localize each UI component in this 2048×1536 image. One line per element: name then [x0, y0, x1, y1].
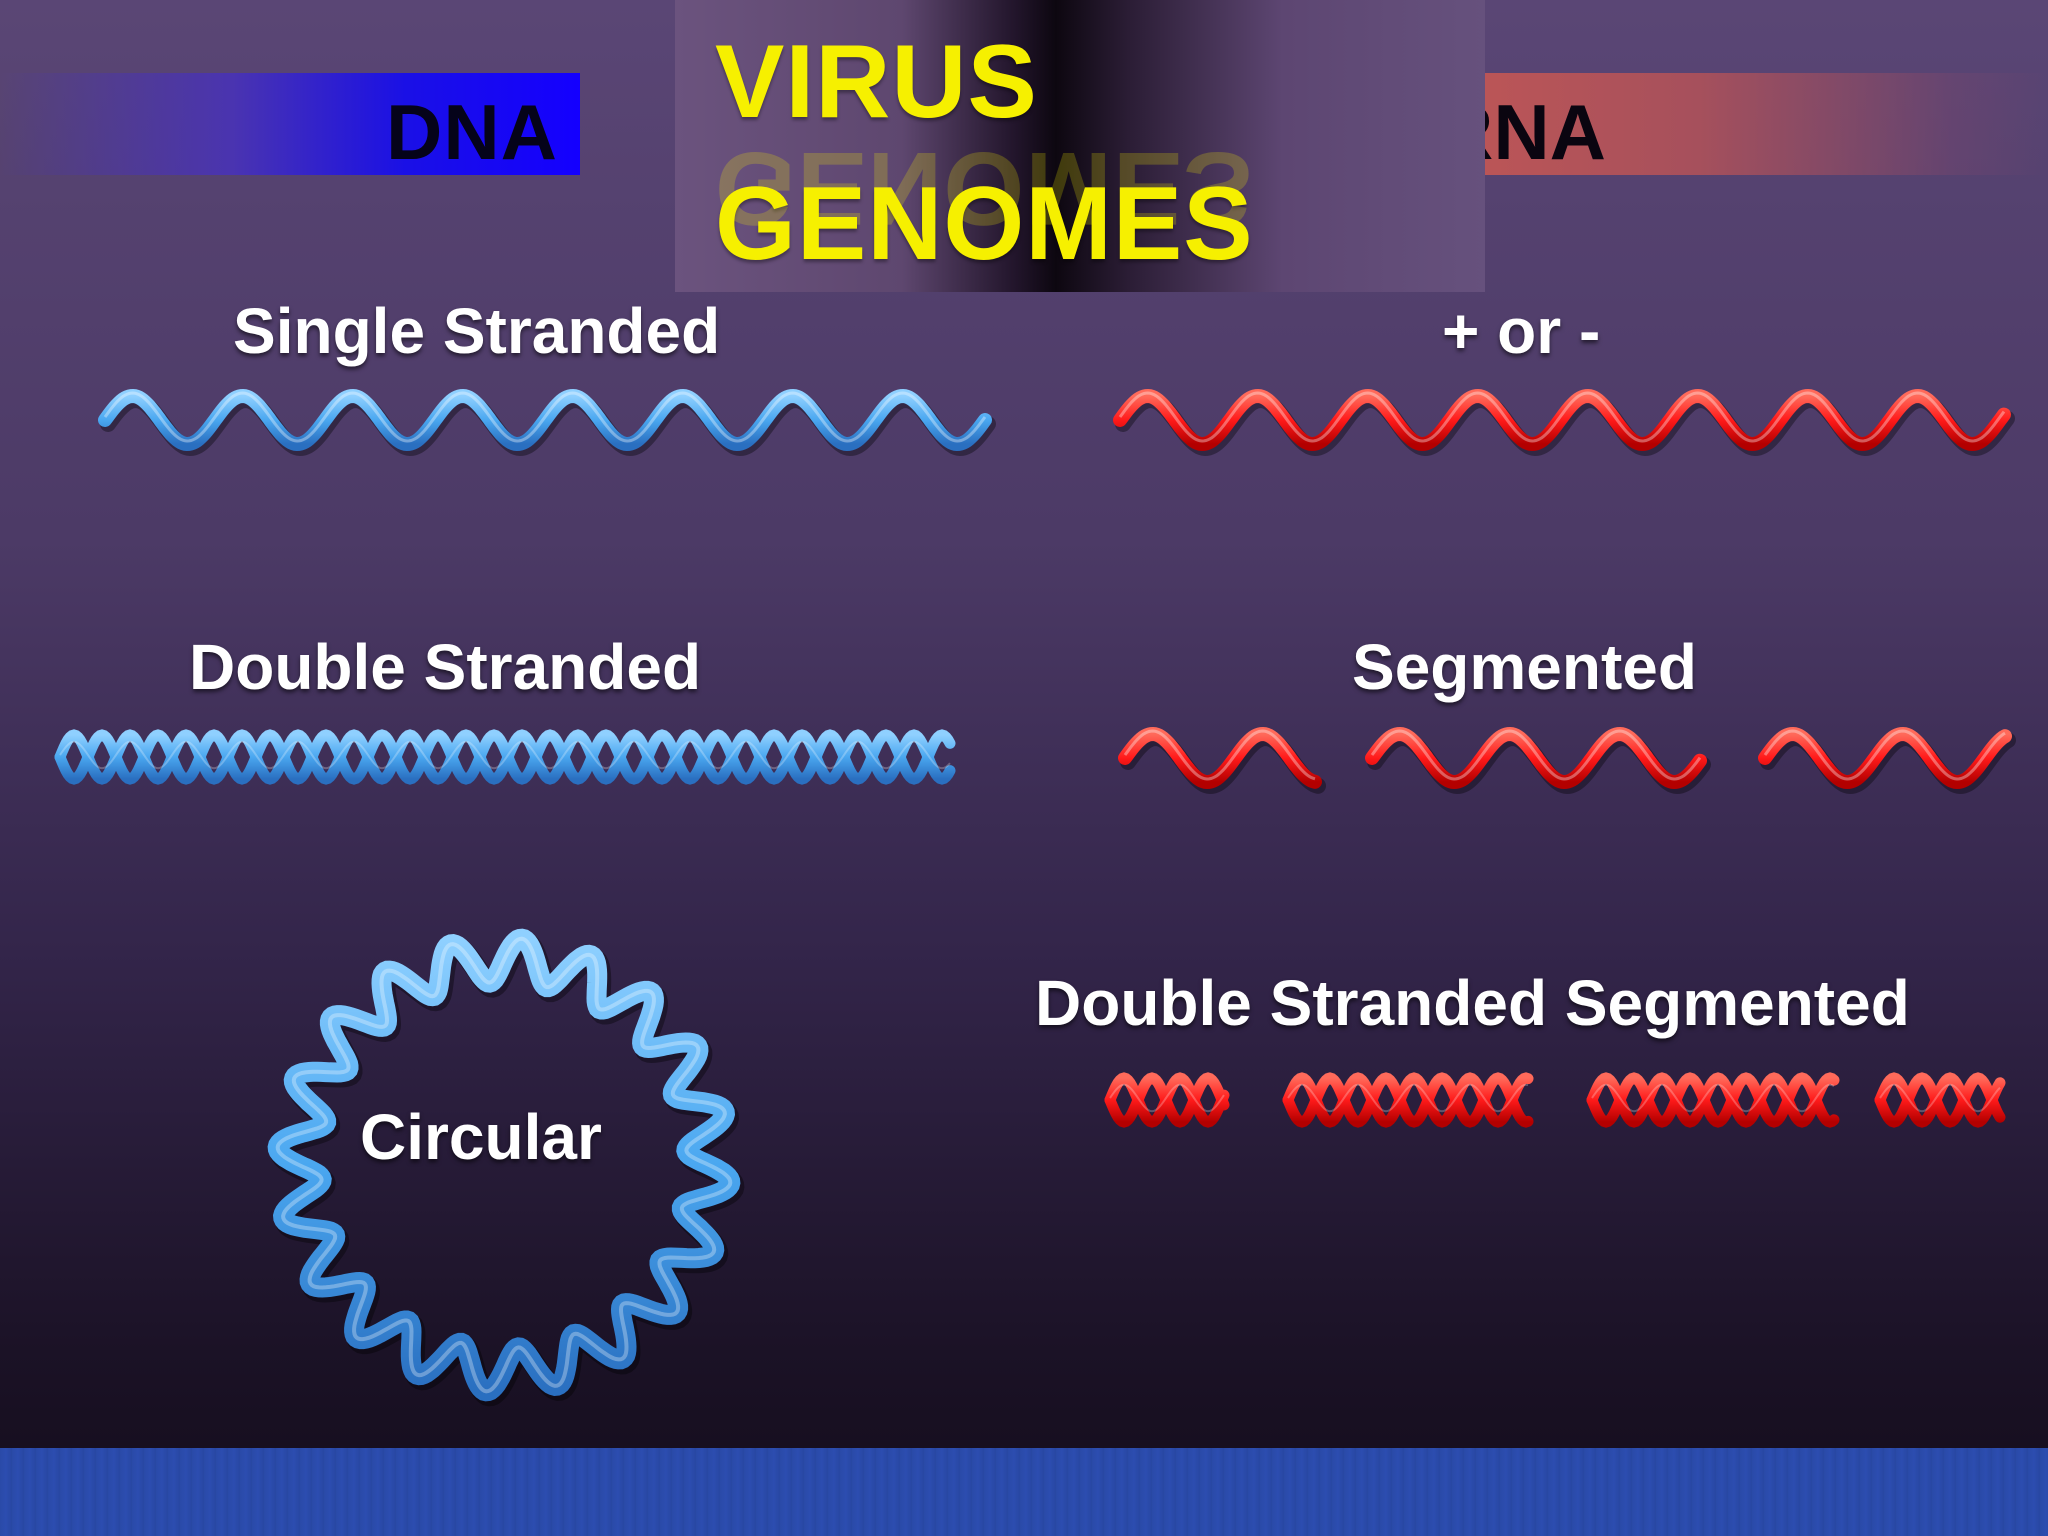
circular-dna-strand [267, 928, 741, 1402]
dsrna-segment-2-strand-2 [1282, 1072, 1534, 1128]
circular-dna [267, 928, 745, 1407]
dna-banner: DNA [0, 73, 580, 176]
ss-dna-strand [98, 388, 992, 452]
dsrna-segment-4-strand-1 [1874, 1072, 2006, 1128]
label-single-stranded: Single Stranded [233, 295, 721, 367]
dsrna-segment-2-strand-1 [1282, 1072, 1534, 1128]
rna-segment-1 [1118, 726, 1322, 790]
ds-dna-strand-1 [54, 729, 956, 785]
ss-rna-helix [1113, 388, 2015, 457]
title-line-1: VIRUS [715, 24, 1038, 140]
title-line-2: GENOMES [715, 166, 1254, 282]
dsrna-segment-4-strand-2 [1874, 1072, 2006, 1128]
dsrna-segment-3-strand-1 [1586, 1072, 1840, 1128]
ss-rna-strand [1113, 388, 2011, 452]
rna-segment-3 [1758, 726, 2012, 790]
label-segmented: Segmented [1352, 631, 1697, 703]
label-double-stranded: Double Stranded [189, 631, 702, 703]
ds-segmented-rna [1104, 1072, 2006, 1128]
ds-dna-helix [54, 729, 956, 785]
label-plus-or-minus: + or - [1442, 295, 1601, 367]
dna-header: DNA [386, 88, 558, 176]
label-circular: Circular [360, 1101, 602, 1173]
dsrna-segment-3-strand-2 [1586, 1072, 1840, 1128]
ds-dna-strand-2 [54, 729, 956, 785]
label-double-stranded-segmented: Double Stranded Segmented [1035, 967, 1910, 1039]
ss-dna-helix [98, 388, 996, 457]
rna-segment-2 [1365, 726, 1707, 790]
footer-band [0, 1448, 2048, 1536]
title-panel: VIRUS GENOMES GENOMES [675, 0, 1485, 292]
segmented-rna [1118, 726, 2016, 795]
dsrna-segment-1-strand-2 [1104, 1072, 1230, 1128]
